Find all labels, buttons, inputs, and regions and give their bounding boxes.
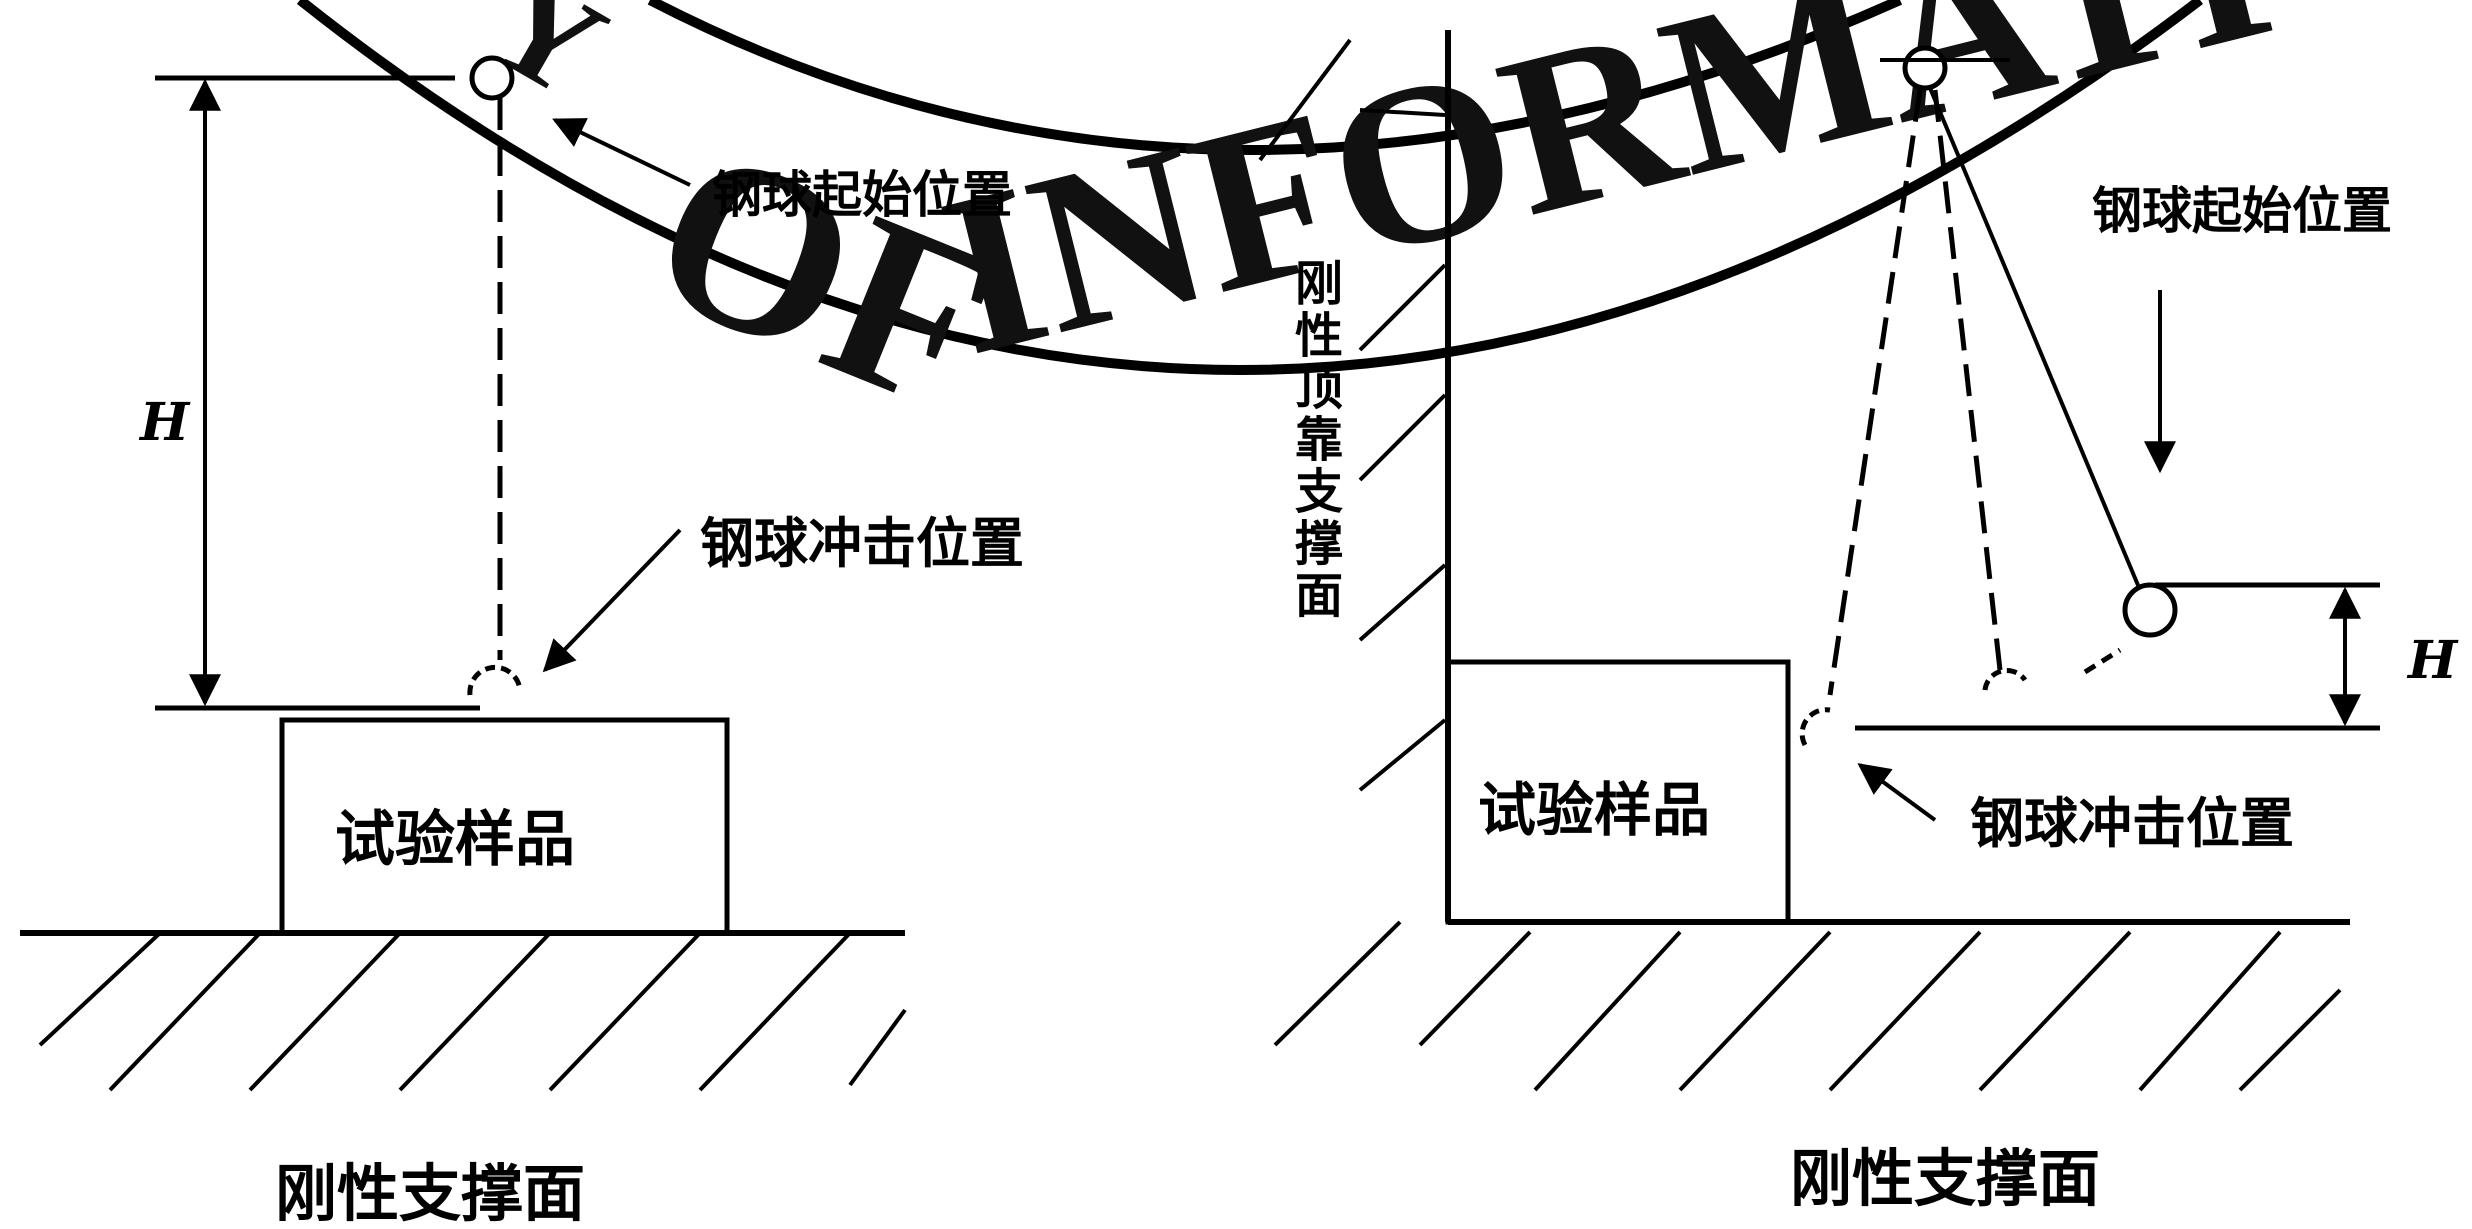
left-diagram: [20, 55, 907, 1092]
right-wall-hatching: [1258, 38, 1447, 792]
right-ball-impact-label: 钢球冲击位置: [1970, 791, 2294, 855]
left-start-arrow: [552, 118, 691, 187]
left-sample-label: 试验样品: [335, 805, 575, 875]
right-sample-box: [1445, 659, 1791, 925]
right-impact-arrow: [1857, 763, 1937, 822]
left-diagram-labels: 钢球起始位置 钢球冲击位置 H 试验样品 刚性支撑面: [138, 165, 1024, 1229]
right-ball-impact: [1799, 707, 1831, 747]
left-ball-start-label: 钢球起始位置: [712, 165, 1012, 224]
right-sample-label: 试验样品: [1478, 776, 1710, 844]
right-pendulum-string: [1928, 87, 2142, 591]
left-ground-hatching: [38, 931, 907, 1092]
left-ball-impact-label: 钢球冲击位置: [700, 511, 1024, 575]
right-swing-path-1: [1827, 89, 1923, 696]
right-pendulum-pivot: [1902, 45, 1948, 91]
left-support-label: 刚性支撑面: [275, 1157, 585, 1225]
right-ball-mid-position: [1982, 668, 2028, 691]
right-height-label: H: [2406, 630, 2459, 691]
watermark-text-right: INFORMATI: [920, 0, 2292, 404]
seal-arc-inner: [647, 0, 1903, 155]
right-wall-label: 刚性顶靠支撑面: [1295, 256, 1343, 624]
left-ball-impact: [467, 664, 523, 696]
right-ball-start-label: 钢球起始位置: [2092, 181, 2392, 240]
right-diagram-labels: 钢球起始位置 钢球冲击位置 H 试验样品 刚性支撑面 刚性顶靠支撑面: [1295, 181, 2459, 1215]
watermark-text: Y OF INFORMATI: [465, 0, 2293, 463]
left-height-label: H: [138, 392, 191, 453]
right-diagram: [1258, 30, 2380, 1092]
right-support-label: 刚性支撑面: [1790, 1142, 2100, 1215]
right-ball-start: [2122, 582, 2178, 638]
left-sample-box: [279, 717, 730, 936]
right-swing-arc-tail: [2083, 647, 2122, 675]
right-ground-hatching: [1273, 920, 2342, 1092]
right-swing-path-2: [1932, 89, 2003, 671]
left-ball-start: [469, 55, 515, 101]
left-impact-arrow: [542, 528, 682, 673]
